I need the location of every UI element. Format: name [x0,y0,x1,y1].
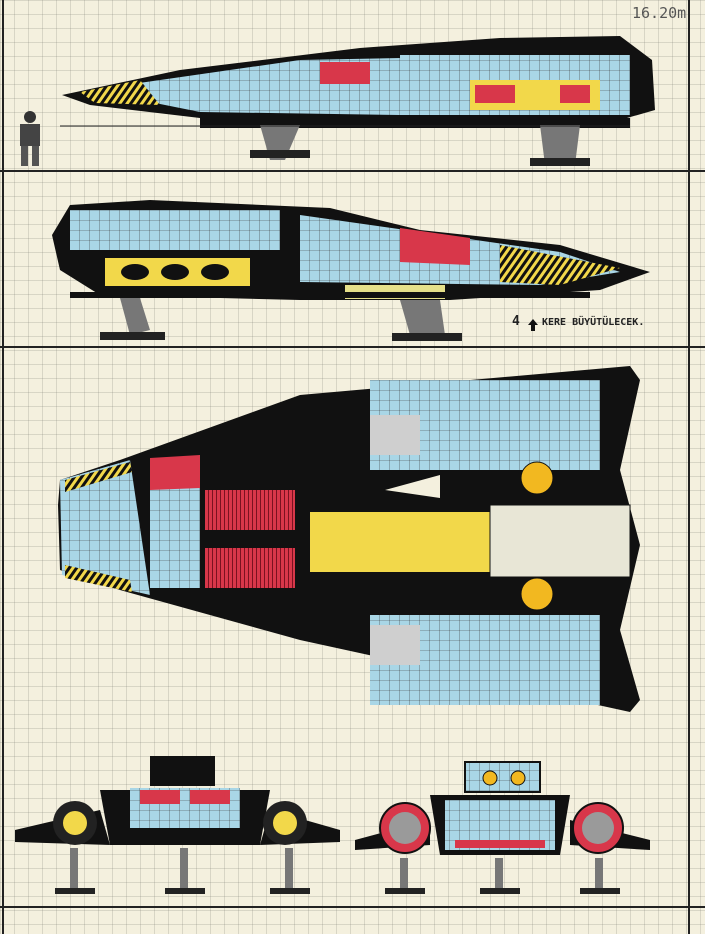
spaceship-top-view-icon [58,366,640,712]
frame-divider [0,346,705,348]
spaceship-front-view-icon [15,756,340,894]
spaceship-rear-view-icon [355,761,650,894]
pilot-figure-icon [20,111,40,166]
enlarge-note-text: KERE BÜYÜTÜLECEK. [542,317,645,328]
frame-border [2,0,4,934]
arrow-up-icon [528,316,538,331]
spaceship-side-view-icon [52,200,650,341]
frame-divider [0,906,705,908]
enlarge-note-number: 4 [512,314,520,329]
frame-border [688,0,690,934]
frame-divider [0,170,705,172]
spaceship-side-view-icon [60,36,655,166]
scale-note: 16.20m [632,4,687,22]
